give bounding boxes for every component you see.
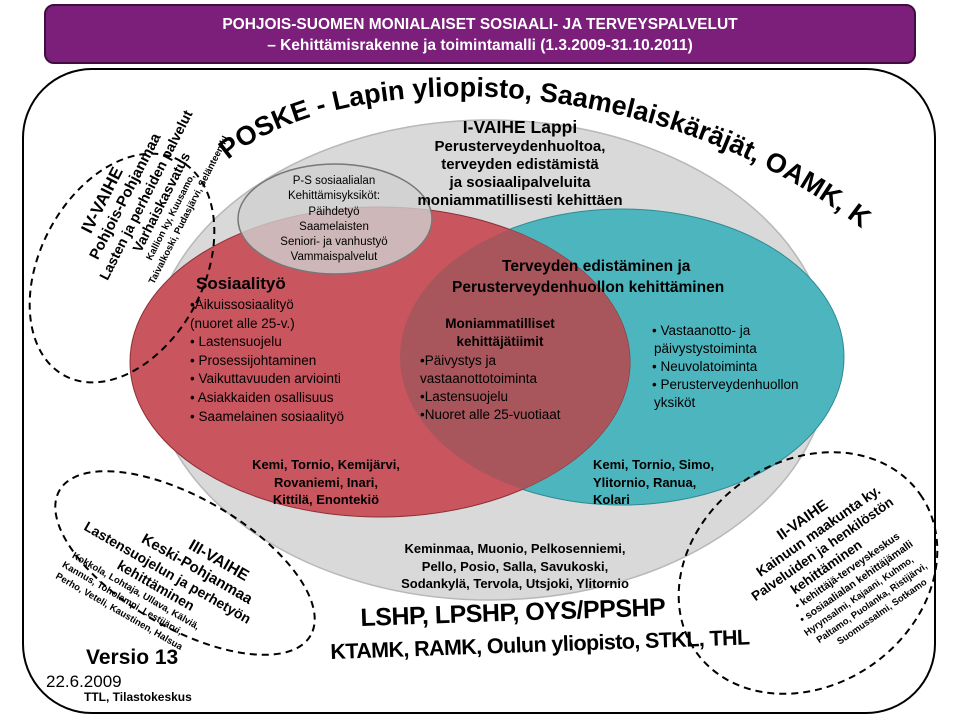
place-line: Kemi, Tornio, Simo,	[593, 457, 715, 472]
small-circle-line: Päihdetyö	[308, 205, 360, 218]
list-item: (nuoret alle 25-v.)	[190, 315, 295, 331]
version-label: Versio 13	[86, 646, 179, 669]
place-line: Kemi, Tornio, Kemijärvi,	[252, 457, 400, 472]
list-item: päivystystoiminta	[654, 341, 757, 356]
list-item: • Saamelainen sosiaalityö	[190, 408, 345, 424]
list-item: • Asiakkaiden osallisuus	[190, 389, 334, 405]
phase1-title: I-VAIHE Lappi	[462, 117, 578, 137]
phase4-oval	[28, 152, 216, 384]
list-item: • Vaikuttavuuden arviointi	[190, 371, 341, 387]
place-line: Kittilä, Enontekiö	[272, 492, 380, 507]
title-line-1: POHJOIS-SUOMEN MONIALAISET SOSIAALI- JA …	[222, 16, 738, 33]
phase1-line: terveyden edistämistä	[441, 156, 599, 173]
phase1-line: ja sosiaalipalveluita	[449, 174, 591, 191]
overlap-region	[400, 209, 630, 505]
title-banner: POHJOIS-SUOMEN MONIALAISET SOSIAALI- JA …	[44, 4, 916, 64]
list-item: yksiköt	[654, 395, 696, 410]
phase1-block: I-VAIHE Lappi Perusterveydenhuoltoa, ter…	[410, 116, 630, 210]
big-ellipse-places: Keminmaa, Muonio, Pelkosenniemi, Pello, …	[380, 540, 650, 593]
red-circle-places: Kemi, Tornio, Kemijärvi, Rovaniemi, Inar…	[236, 456, 416, 509]
teal-circle-title: Terveyden edistäminen ja Perusterveydenh…	[452, 256, 724, 298]
place-line: Rovaniemi, Inari,	[273, 474, 379, 490]
small-circle	[237, 163, 433, 275]
list-item: •Lastensuojelu	[420, 389, 509, 404]
list-item: •Aikuissosiaalityö	[190, 297, 294, 312]
place-line: Ylitornio, Ranua,	[593, 474, 697, 490]
overlap-title-line: Moniammatilliset	[445, 316, 555, 331]
teal-title-line: Perusterveydenhuollon kehittäminen	[452, 279, 725, 296]
small-circle-line: P-S sosiaalialan	[292, 175, 376, 187]
small-circle-line: Seniori- ja vanhustyö	[280, 236, 388, 249]
teal-circle-list: • Vastaanotto- ja päivystystoiminta • Ne…	[652, 322, 799, 412]
list-item: • Perusterveydenhuollon	[652, 377, 799, 392]
list-item: • Neuvolatoiminta	[652, 359, 758, 374]
phase2-oval	[677, 451, 939, 695]
list-item: •Nuoret alle 25-vuotiaat	[420, 407, 561, 422]
title-line-2: – Kehittämisrakenne ja toimintamalli (1.…	[267, 37, 693, 54]
list-item: vastaanottotoiminta	[420, 371, 538, 386]
overlap-title: Moniammatilliset kehittäjätiimit	[430, 315, 570, 350]
small-circle-text: P-S sosiaalialan Kehittämisyksiköt: Päih…	[268, 174, 400, 266]
red-circle-list: •Aikuissosiaalityö (nuoret alle 25-v.) •…	[190, 296, 344, 426]
list-item: • Vastaanotto- ja	[652, 323, 751, 338]
date-label: 22.6.2009	[46, 672, 122, 691]
phase1-line: Perusterveydenhuoltoa,	[434, 138, 606, 155]
small-circle-line: Saamelaisten	[299, 220, 369, 233]
phase3-oval	[54, 470, 316, 656]
place-line: Pello, Posio, Salla, Savukoski,	[421, 558, 609, 574]
place-line: Kolari	[593, 492, 630, 507]
list-item: • Prosessijohtaminen	[190, 352, 317, 368]
teal-title-line: Terveyden edistäminen ja	[502, 258, 691, 275]
list-item: • Lastensuojelu	[190, 334, 282, 350]
small-circle-line: Vammaispalvelut	[290, 251, 378, 264]
small-circle-line: Kehittämisyksiköt:	[287, 190, 381, 203]
overlap-title-line: kehittäjätiimit	[456, 333, 544, 349]
teal-circle-places: Kemi, Tornio, Simo, Ylitornio, Ranua, Ko…	[593, 456, 714, 509]
outer-frame	[22, 68, 936, 714]
place-line: Keminmaa, Muonio, Pelkosenniemi,	[404, 541, 626, 556]
place-line: Sodankylä, Tervola, Utsjoki, Ylitornio	[401, 576, 629, 591]
org-label: TTL, Tilastokeskus	[84, 690, 192, 704]
phase1-line: moniammatillisesti kehittäen	[417, 192, 623, 209]
overlap-list: •Päivystys ja vastaanottotoiminta •Laste…	[420, 352, 561, 424]
red-circle-title: Sosiaalityö	[196, 274, 286, 293]
list-item: •Päivystys ja	[420, 353, 496, 368]
